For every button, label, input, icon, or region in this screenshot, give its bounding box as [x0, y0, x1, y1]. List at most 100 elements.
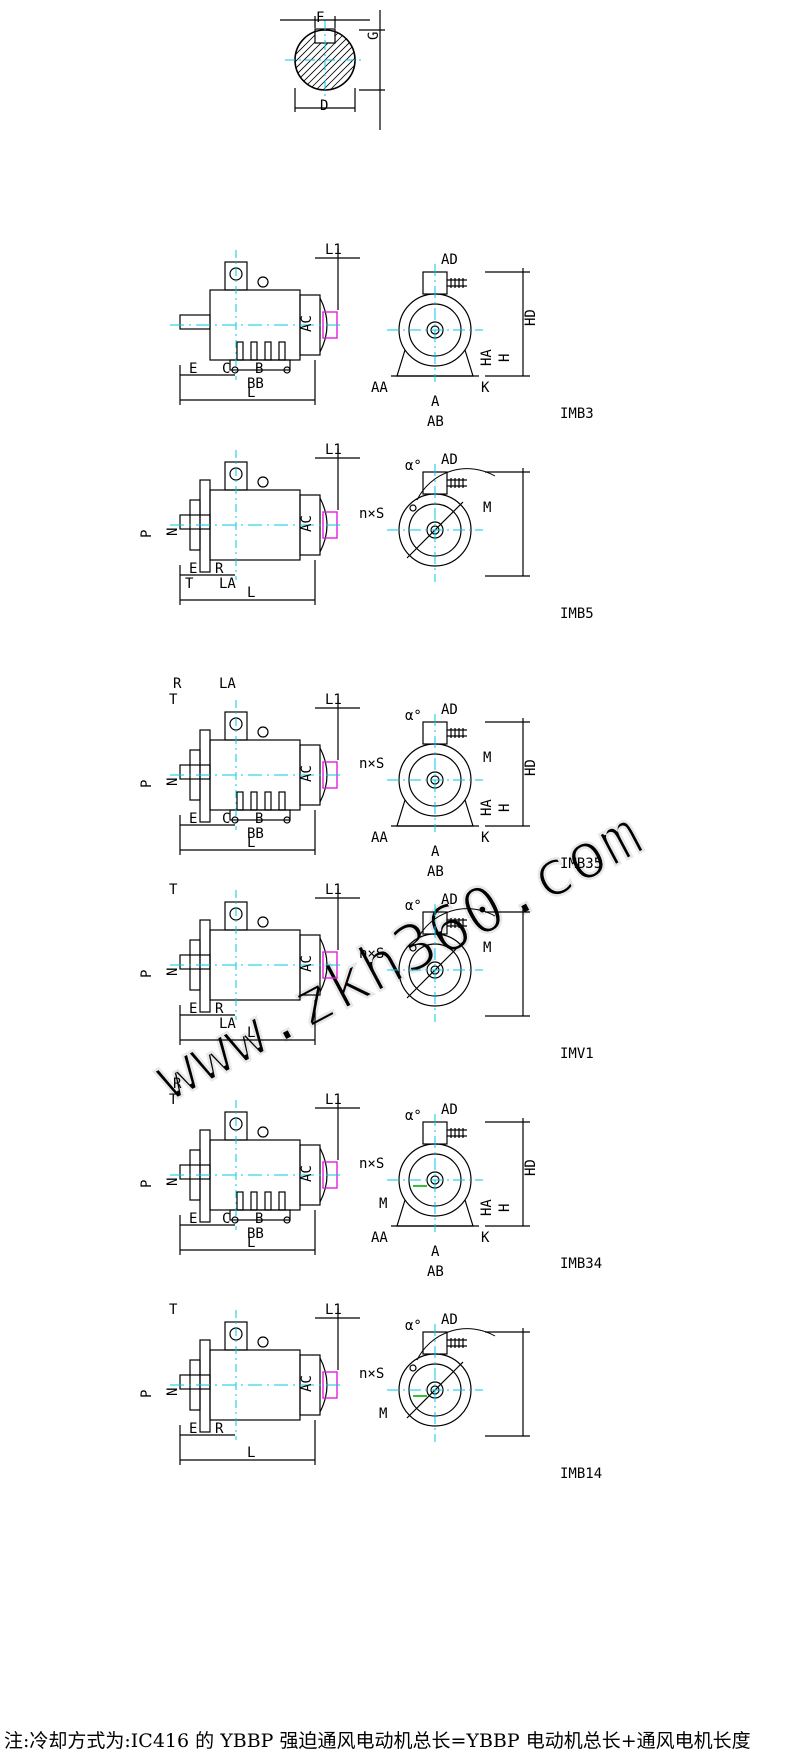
- dimension-label: L: [247, 585, 255, 601]
- dimension-label: L: [247, 1025, 255, 1041]
- dimension-label: AD: [441, 452, 458, 468]
- dimension-label: HA: [479, 349, 495, 366]
- dimension-label: α°: [405, 458, 422, 474]
- dimension-label: LA: [219, 1016, 236, 1032]
- dimension-label: n×S: [359, 1366, 384, 1382]
- dimension-label: L1: [325, 1302, 342, 1318]
- dimension-label: H: [497, 354, 513, 362]
- dimension-label: AD: [441, 252, 458, 268]
- dimension-label: N: [165, 1178, 181, 1186]
- dimension-label: α°: [405, 708, 422, 724]
- view-caption-IMB5: IMB5: [560, 606, 594, 622]
- dimension-label: K: [481, 830, 490, 846]
- dimension-label: L: [247, 1445, 255, 1461]
- dimension-label: AB: [427, 1264, 444, 1280]
- dimension-label: F: [316, 10, 324, 26]
- dimension-label: HD: [523, 309, 539, 326]
- view-caption-IMB14: IMB14: [560, 1466, 602, 1482]
- dimension-label: AC: [299, 955, 315, 972]
- dimension-label: E: [189, 361, 197, 377]
- dimension-label: T: [169, 1302, 178, 1318]
- dimension-label: HD: [523, 759, 539, 776]
- view-caption-IMV1: IMV1: [560, 1046, 594, 1062]
- dimension-label: n×S: [359, 756, 384, 772]
- dimension-label: P: [139, 530, 155, 538]
- dimension-label: α°: [405, 1318, 422, 1334]
- dimension-label: R: [215, 1421, 224, 1437]
- dimension-label: AA: [371, 380, 388, 396]
- view-caption-IMB35: IMB35: [560, 856, 602, 872]
- dimension-label: n×S: [359, 1156, 384, 1172]
- dimension-label: B: [255, 1211, 263, 1227]
- dimension-label: L1: [325, 1092, 342, 1108]
- dimension-label: T: [169, 692, 178, 708]
- dimension-label: R: [173, 676, 182, 692]
- dimension-label: AC: [299, 1165, 315, 1182]
- dimension-label: AC: [299, 515, 315, 532]
- view-caption-IMB3: IMB3: [560, 406, 594, 422]
- dimension-label: D: [320, 98, 328, 114]
- dimension-label: α°: [405, 1108, 422, 1124]
- shaft-section: F G D: [280, 10, 385, 130]
- dimension-label: E: [189, 561, 197, 577]
- dimension-label: AC: [299, 765, 315, 782]
- dimension-label: n×S: [359, 506, 384, 522]
- dimension-label: LA: [219, 676, 236, 692]
- dimension-label: M: [483, 940, 491, 956]
- dimension-label: B: [255, 361, 263, 377]
- front-view-IMB14: α°ADn×SM: [359, 1312, 530, 1442]
- dimension-label: L1: [325, 242, 342, 258]
- dimension-label: AC: [299, 315, 315, 332]
- dimension-label: AA: [371, 1230, 388, 1246]
- dimension-label: L1: [325, 882, 342, 898]
- dimension-label: K: [481, 1230, 490, 1246]
- dimension-label: L1: [325, 442, 342, 458]
- dimension-label: AC: [299, 1375, 315, 1392]
- dimension-label: M: [379, 1196, 387, 1212]
- dimension-label: T: [169, 882, 178, 898]
- dimension-label: M: [483, 500, 491, 516]
- dimension-label: L1: [325, 692, 342, 708]
- dimension-label: AD: [441, 702, 458, 718]
- dimension-label: P: [139, 1180, 155, 1188]
- dimension-label: HA: [479, 1199, 495, 1216]
- dimension-label: E: [189, 1211, 197, 1227]
- dimension-label: AD: [441, 892, 458, 908]
- dimension-label: BB: [247, 826, 264, 842]
- dimension-label: P: [139, 780, 155, 788]
- view-caption-IMB34: IMB34: [560, 1256, 602, 1272]
- dimension-label: T: [169, 1092, 178, 1108]
- dimension-label: n×S: [359, 946, 384, 962]
- dimension-label: K: [481, 380, 490, 396]
- dimension-label: BB: [247, 376, 264, 392]
- dimension-label: P: [139, 1390, 155, 1398]
- dimension-label: C: [222, 361, 230, 377]
- dimension-label: R: [215, 561, 224, 577]
- dimension-label: N: [165, 968, 181, 976]
- dimension-label: A: [431, 394, 440, 410]
- dimension-label: HA: [479, 799, 495, 816]
- dimension-label: BB: [247, 1226, 264, 1242]
- dimension-label: T: [185, 576, 194, 592]
- footnote: 注:冷却方式为:IC416 的 YBBP 强迫通风电动机总长=YBBP 电动机总…: [4, 1730, 751, 1752]
- dimension-label: AB: [427, 414, 444, 430]
- dimension-label: G: [366, 32, 382, 40]
- dimension-label: M: [483, 750, 491, 766]
- dimension-label: R: [215, 1001, 224, 1017]
- dimension-label: H: [497, 804, 513, 812]
- dimension-label: L: [247, 835, 255, 851]
- dimension-label: AD: [441, 1102, 458, 1118]
- dimension-label: HD: [523, 1159, 539, 1176]
- dimension-label: AD: [441, 1312, 458, 1328]
- dimension-label: C: [222, 811, 230, 827]
- dimension-label: H: [497, 1204, 513, 1212]
